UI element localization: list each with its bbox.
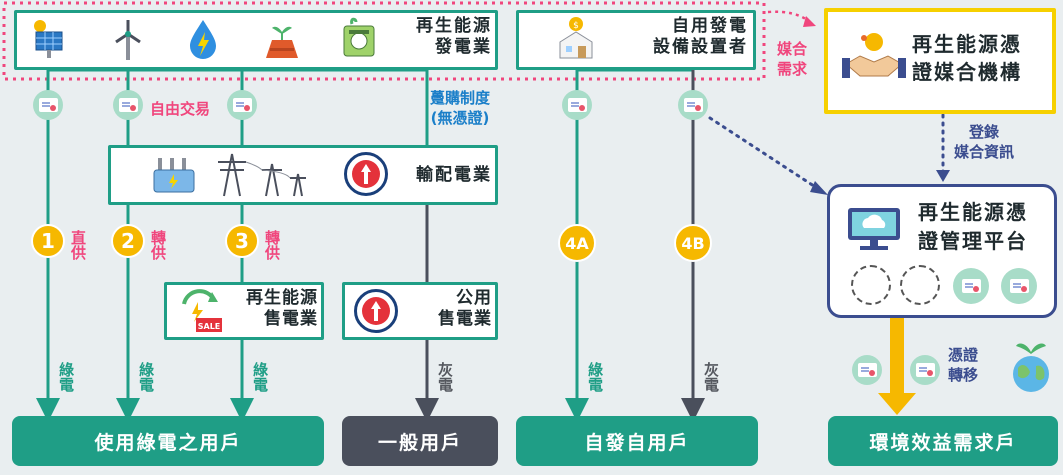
handshake-icon bbox=[842, 28, 906, 88]
certificate-transfer-label: 憑證 轉移 bbox=[948, 346, 978, 385]
badge-2-label: 轉供 bbox=[149, 230, 167, 260]
certificate-icon bbox=[562, 90, 592, 120]
register-info-label: 登錄 媒合資訊 bbox=[954, 122, 1014, 163]
empty-certificate-slot bbox=[851, 265, 891, 305]
general-user-button[interactable]: 一般用戶 bbox=[342, 416, 498, 466]
green-power-label: 綠電 bbox=[586, 362, 604, 392]
badge-3-label: 轉供 bbox=[263, 230, 281, 260]
svg-text:$: $ bbox=[573, 21, 579, 31]
producer-title: 再生能源 發電業 bbox=[392, 16, 492, 59]
certificate-transfer-line1: 憑證 bbox=[948, 346, 979, 364]
badge-1-label: 直供 bbox=[69, 230, 87, 260]
register-info-line1: 登錄 bbox=[969, 123, 1000, 141]
producer-title-line1: 再生能源 bbox=[416, 16, 492, 36]
register-info-line2: 媒合資訊 bbox=[954, 143, 1015, 162]
gray-power-label: 灰電 bbox=[702, 362, 720, 392]
certificate-icon bbox=[33, 90, 63, 120]
certificate-icon bbox=[1001, 268, 1037, 304]
svg-text:SALE: SALE bbox=[198, 322, 221, 331]
water-drop-icon bbox=[186, 18, 220, 60]
matching-agency-line1: 再生能源憑 bbox=[912, 32, 1022, 56]
gray-power-label: 灰電 bbox=[436, 362, 454, 392]
free-trade-label: 自由交易 bbox=[150, 100, 211, 118]
matching-demand-label: 媒合 需求 bbox=[774, 40, 810, 79]
matching-agency-title: 再生能源憑 證媒合機構 bbox=[912, 30, 1048, 86]
matching-agency-line2: 證媒合機構 bbox=[912, 60, 1022, 84]
certificate-icon bbox=[852, 355, 882, 385]
certificate-platform-line2: 證管理平台 bbox=[918, 229, 1028, 253]
badge-3: 3 bbox=[225, 224, 259, 258]
globe-plant-icon bbox=[1004, 338, 1058, 394]
public-retailer-line2: 售電業 bbox=[438, 309, 492, 330]
certificate-icon bbox=[227, 90, 257, 120]
transformer-icon bbox=[152, 152, 196, 198]
taipower-logo-icon bbox=[344, 152, 388, 196]
feed-in-tariff-line1: 躉購制度 bbox=[429, 89, 490, 107]
generator-icon bbox=[340, 16, 378, 60]
house-solar-icon: $ bbox=[556, 16, 596, 62]
taipower-logo-icon bbox=[354, 289, 398, 333]
matching-demand-line2: 需求 bbox=[776, 59, 807, 78]
certificate-icon bbox=[953, 268, 989, 304]
producer-title-line2: 發電業 bbox=[435, 37, 492, 58]
self-use-title-line2: 設備設置者 bbox=[653, 37, 748, 58]
re-producers-box bbox=[14, 10, 498, 70]
power-tower-icon bbox=[210, 150, 310, 198]
badge-1: 1 bbox=[31, 224, 65, 258]
certificate-icon bbox=[910, 355, 940, 385]
sale-recycle-icon: SALE bbox=[174, 288, 224, 334]
certificate-platform-title: 再生能源憑 證管理平台 bbox=[918, 198, 1054, 256]
biomass-icon bbox=[262, 18, 302, 60]
badge-4b: 4B bbox=[674, 224, 712, 262]
certificate-icon bbox=[678, 90, 708, 120]
green-power-user-button[interactable]: 使用綠電之用戶 bbox=[12, 416, 324, 466]
certificate-icon bbox=[113, 90, 143, 120]
public-retailer-line1: 公用 bbox=[456, 288, 492, 308]
re-retailer-line2: 售電業 bbox=[264, 309, 318, 330]
feed-in-tariff-label: 躉購制度 (無憑證) bbox=[410, 88, 510, 129]
pink-dashed-arrow bbox=[767, 10, 811, 23]
solar-panel-icon bbox=[32, 18, 66, 60]
feed-in-tariff-line2: (無憑證) bbox=[430, 109, 490, 128]
badge-4a: 4A bbox=[558, 224, 596, 262]
self-use-title-line1: 自用發電 bbox=[672, 16, 748, 36]
green-power-label: 綠電 bbox=[137, 362, 155, 392]
self-use-producer-box bbox=[516, 10, 756, 70]
matching-demand-line1: 媒合 bbox=[776, 40, 807, 58]
badge-2: 2 bbox=[111, 224, 145, 258]
re-retailer-title: 再生能源 售電業 bbox=[226, 288, 318, 331]
environmental-benefit-user-button[interactable]: 環境效益需求戶 bbox=[828, 416, 1058, 466]
monitor-cloud-icon bbox=[846, 198, 902, 252]
self-use-user-button[interactable]: 自發自用戶 bbox=[516, 416, 758, 466]
public-retailer-title: 公用 售電業 bbox=[404, 288, 492, 331]
green-power-label: 綠電 bbox=[251, 362, 269, 392]
re-retailer-line1: 再生能源 bbox=[246, 288, 318, 308]
certificate-transfer-line2: 轉移 bbox=[948, 365, 979, 384]
green-power-label: 綠電 bbox=[57, 362, 75, 392]
self-use-title: 自用發電 設備設置者 bbox=[618, 16, 748, 59]
producers-dashed-frame bbox=[2, 1, 766, 81]
empty-certificate-slot bbox=[900, 265, 940, 305]
grid-operator-title: 輸配電業 bbox=[416, 165, 492, 185]
wind-turbine-icon bbox=[108, 18, 148, 60]
certificate-platform-line1: 再生能源憑 bbox=[918, 200, 1028, 224]
